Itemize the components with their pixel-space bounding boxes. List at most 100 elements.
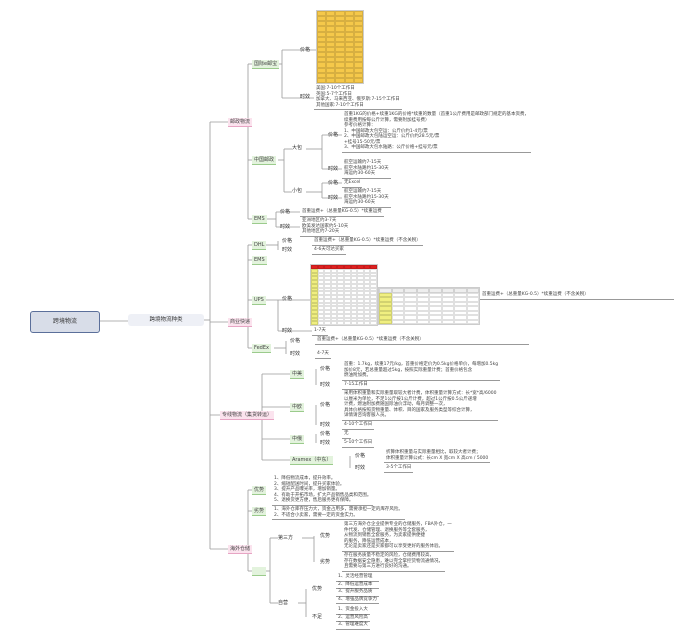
table-cell <box>429 288 442 293</box>
table-cell <box>416 301 429 306</box>
table-cell <box>317 52 327 58</box>
branch-postal[interactable]: 邮政物流 <box>228 118 253 127</box>
table-cell <box>391 288 404 293</box>
eu-time-label: 时效 <box>320 422 331 428</box>
table-cell <box>324 291 331 295</box>
table-cell <box>324 313 331 318</box>
node-us[interactable]: 中美 <box>290 370 305 379</box>
node-aramex[interactable]: Aramex（中东） <box>290 456 334 465</box>
table-cell <box>317 287 325 292</box>
table-cell <box>370 276 377 280</box>
table-cell <box>353 57 363 63</box>
table-cell <box>311 291 318 295</box>
table-cell <box>337 295 344 299</box>
branch-express[interactable]: 商业快递 <box>228 318 253 327</box>
table-cell <box>429 306 442 311</box>
table-cell <box>370 302 377 307</box>
node-ups[interactable]: UPS <box>252 296 266 305</box>
table-cell <box>344 31 354 37</box>
table-cell <box>311 272 318 277</box>
table-cell <box>370 272 377 277</box>
dhl-price-label: 价格 <box>282 238 293 244</box>
aramex-price-label: 价格 <box>355 453 366 459</box>
node-disadvantage[interactable]: 劣势 <box>252 507 267 516</box>
list-item: 4、增强品牌竞争力 <box>336 597 379 604</box>
table-cell <box>363 276 371 280</box>
list-item: 3、管理难度大 <box>336 622 370 630</box>
table-cell <box>350 283 358 288</box>
table-cell <box>311 298 318 303</box>
node-express-ems[interactable]: EMS <box>252 256 267 265</box>
table-cell <box>330 272 338 277</box>
table-cell <box>391 315 404 320</box>
table-cell <box>324 276 331 280</box>
table-cell <box>454 319 467 324</box>
table-cell <box>311 317 318 322</box>
table-cell <box>363 302 371 307</box>
table-cell <box>324 283 331 288</box>
ems-price-label: 价格 <box>280 209 291 215</box>
table-cell <box>370 287 377 292</box>
list-item: 1、资金投入大 <box>336 607 370 615</box>
branch-warehouse[interactable]: 海外仓储 <box>228 545 253 554</box>
node-eub[interactable]: 国际e邮宝 <box>252 60 280 69</box>
table-cell <box>311 295 318 299</box>
table-cell <box>335 52 345 58</box>
table-cell <box>311 310 318 314</box>
table-cell <box>324 265 331 269</box>
table-cell <box>335 36 345 42</box>
table-cell <box>343 280 351 284</box>
node-ru[interactable]: 中俄 <box>290 435 305 444</box>
table-cell <box>343 287 351 292</box>
node-china-post[interactable]: 中国邮政 <box>252 156 277 165</box>
third-adv-text: 第三方海外仓企业提供专业的仓储服务，FBA外仓，一 件代发、仓储管理、退换服务等… <box>342 522 454 552</box>
fedex-time-label: 时效 <box>290 351 301 357</box>
node-postal-ems[interactable]: EMS <box>252 215 267 224</box>
table-cell <box>337 306 344 310</box>
table-cell <box>466 301 479 306</box>
table-cell <box>466 292 479 297</box>
us-price-label: 价格 <box>320 366 331 372</box>
table-cell <box>454 288 467 293</box>
table-cell <box>363 313 371 318</box>
advantage-text: 1、降低物流成本，提升效率。 2、缩短配送时间，提升买家体验。 3、提升产品曝光… <box>272 476 374 506</box>
table-cell <box>350 298 358 303</box>
table-cell <box>416 292 429 297</box>
branch-line[interactable]: 专线物流（集货转运） <box>220 411 275 420</box>
big-price-text: 首重1KG的价格+续重1KG的价格*续重的数量（首重1公斤费用是邮政部门规定的基… <box>342 112 531 153</box>
table-cell <box>343 313 351 318</box>
table-cell <box>326 31 336 37</box>
category-node[interactable]: 跨境物流种类 <box>128 314 204 326</box>
table-cell <box>429 301 442 306</box>
node-advantage[interactable]: 优势 <box>252 486 267 495</box>
table-cell <box>353 16 363 22</box>
table-cell <box>324 268 331 273</box>
node-type[interactable] <box>252 567 266 576</box>
table-cell <box>337 280 344 284</box>
root-node[interactable]: 跨境物流 <box>30 311 100 333</box>
table-cell <box>343 276 351 280</box>
ups-time-text: 1-7天 <box>312 328 328 336</box>
table-cell <box>317 41 327 47</box>
table-cell <box>344 36 354 42</box>
table-cell <box>326 26 336 32</box>
table-cell <box>317 72 327 78</box>
eu-price-text: 采用体积重量和实际重量取较大者计费，体积重量计算方式：长*宽*高/6000 以厘… <box>342 391 499 421</box>
table-cell <box>363 280 371 284</box>
table-cell <box>330 280 338 284</box>
aramex-price-text: 折算体积重量与实际重量相比，取较大者计费； 体积重量计算公式：长cm X 宽cm… <box>384 450 491 463</box>
table-cell <box>343 291 351 295</box>
table-cell <box>317 57 327 63</box>
eu-price-label: 价格 <box>320 402 331 408</box>
table-cell <box>344 77 354 83</box>
third-dis-text: 存在服务质量不稳定的风险，仓储费用较高， 存在数据安全隐患，难以完全掌控货物流通… <box>342 553 445 572</box>
table-cell <box>317 313 325 318</box>
table-cell <box>344 11 354 17</box>
node-dhl[interactable]: DHL <box>252 241 267 250</box>
node-eu[interactable]: 中欧 <box>290 403 305 412</box>
table-cell <box>416 319 429 324</box>
table-cell <box>454 310 467 315</box>
node-fedex[interactable]: FedEx <box>252 344 271 353</box>
table-cell <box>343 272 351 277</box>
